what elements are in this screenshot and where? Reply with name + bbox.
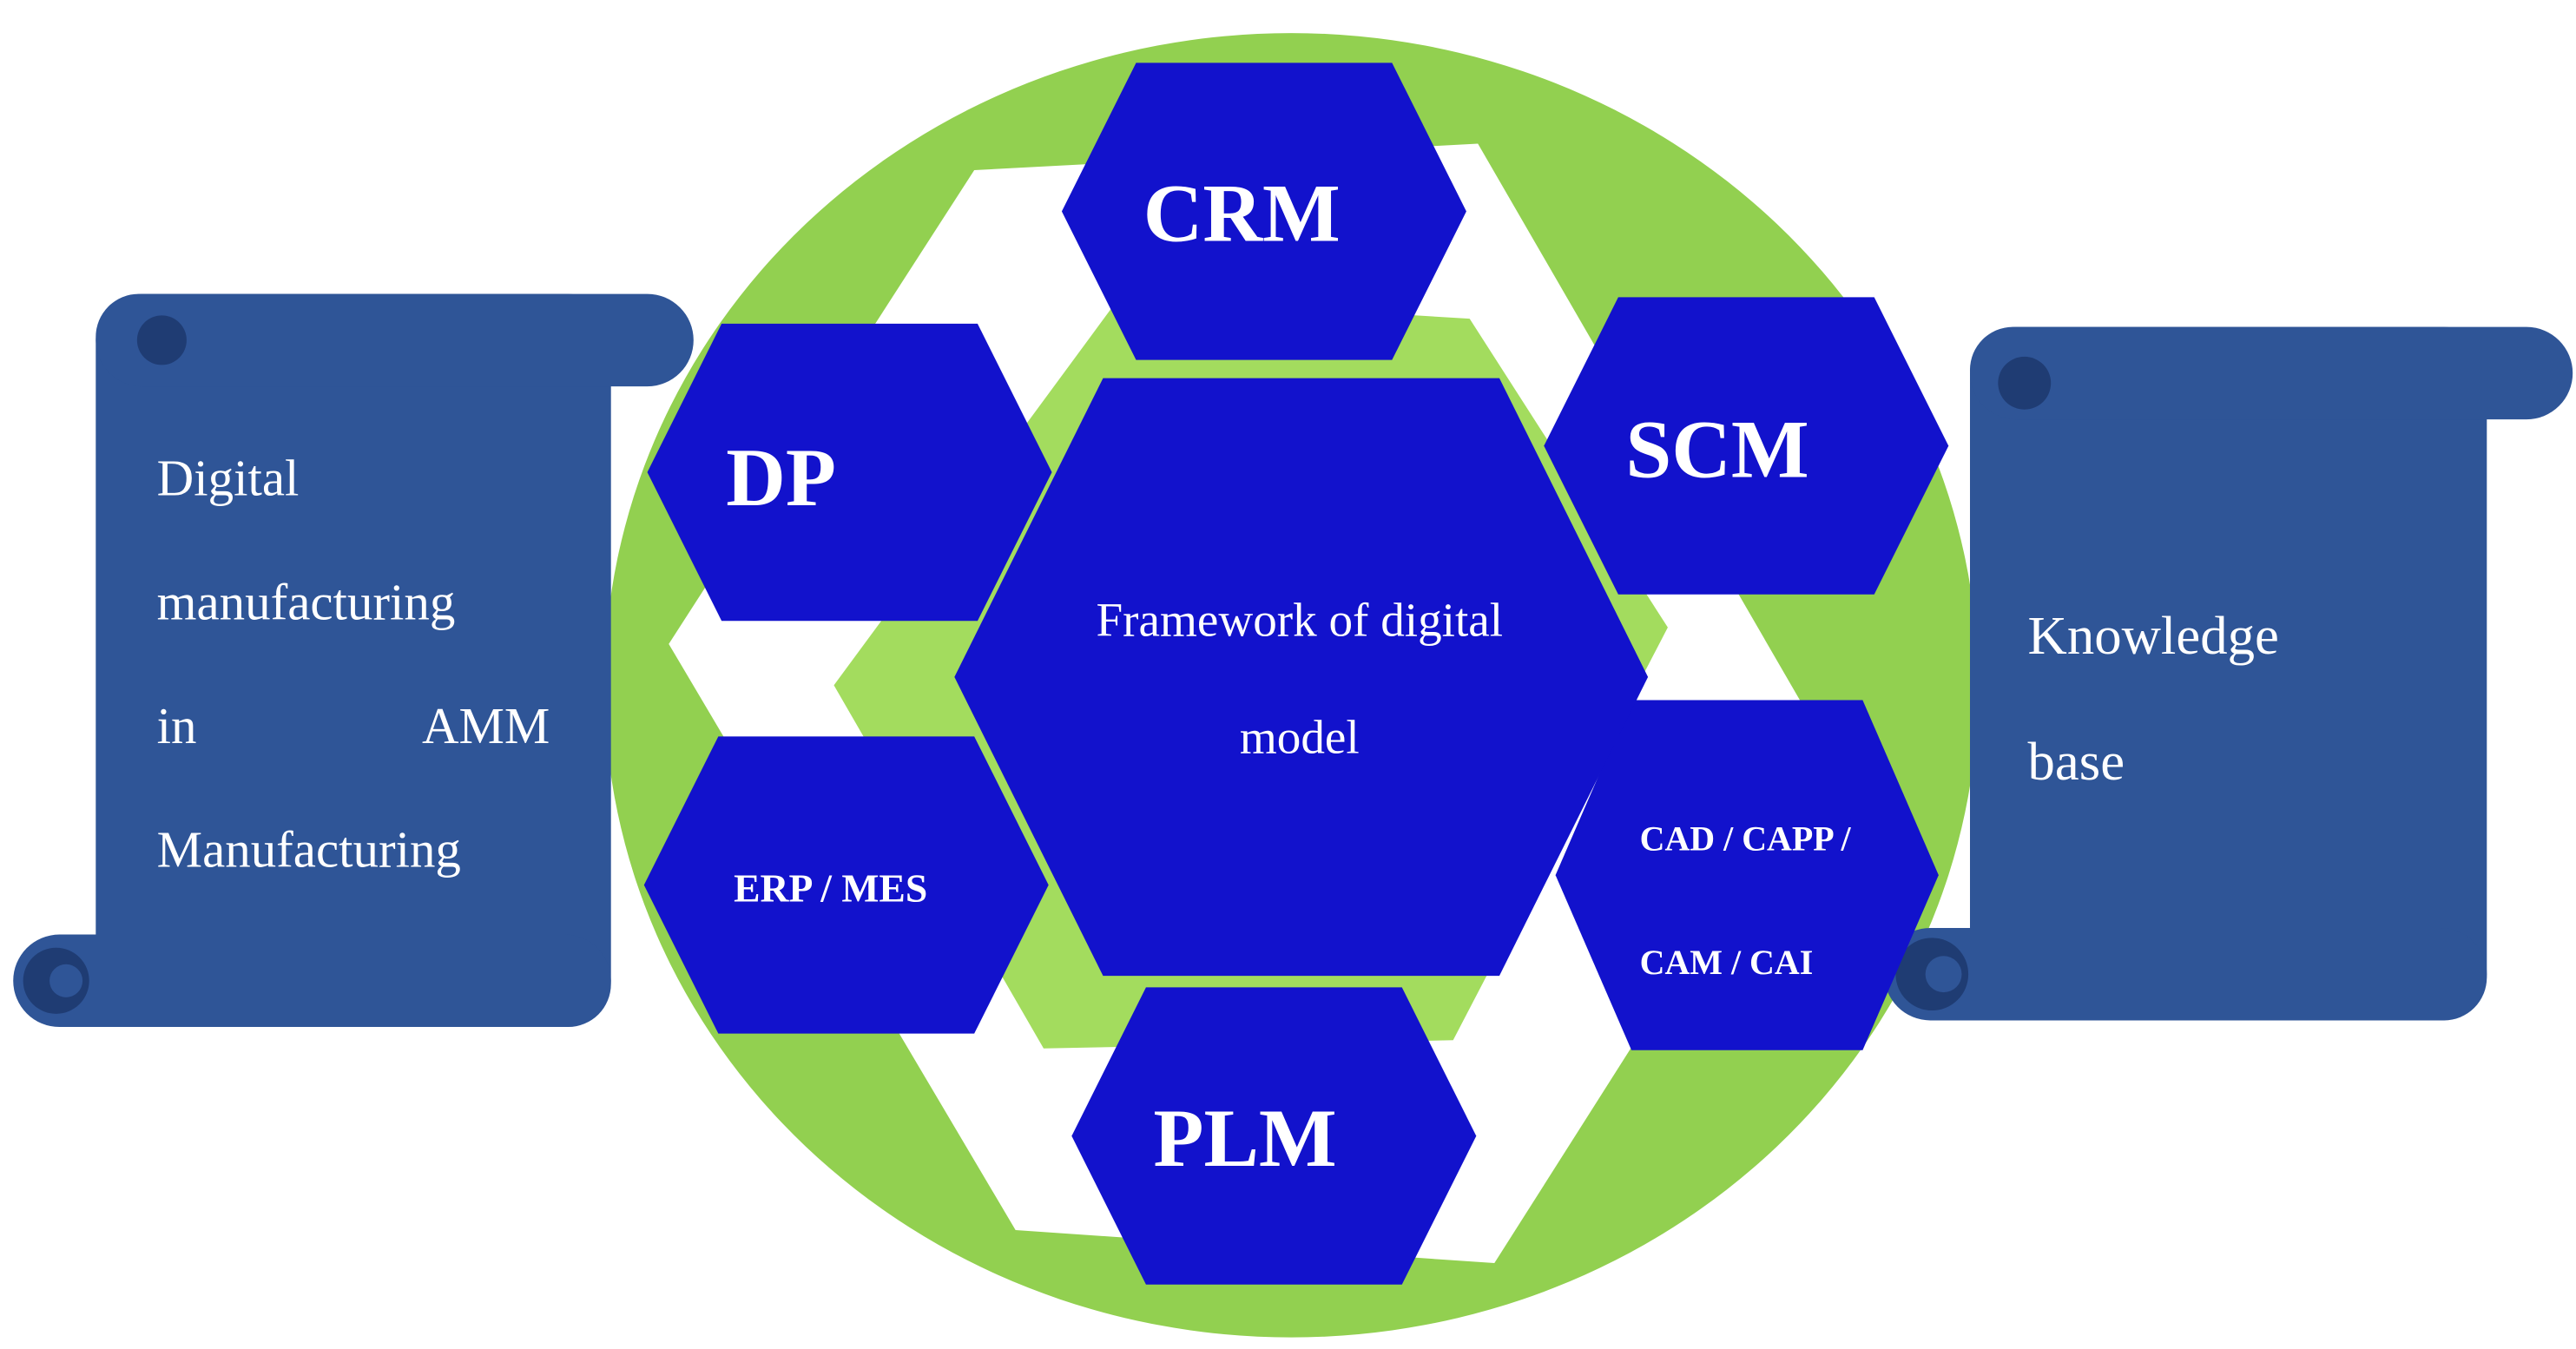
left-scroll-line-3b: AMM: [422, 697, 550, 754]
hexagon-plm-label: PLM: [1153, 1092, 1336, 1184]
left-scroll-line-2: manufacturing: [157, 573, 456, 630]
hexagon-dp-shape: [647, 323, 1052, 622]
hexagon-plm: PLM: [1071, 987, 1477, 1285]
hexagon-center-label-line-2: model: [1240, 710, 1360, 763]
hexagon-crm: CRM: [1061, 63, 1466, 360]
left-scroll-line-3a: in: [157, 697, 197, 754]
hexagon-cad-label-line-1: CAD / CAPP /: [1640, 819, 1852, 859]
right-scroll-line-2: base: [2028, 731, 2125, 792]
hexagon-cad-shape: [1555, 700, 1939, 1050]
hexagon-erp-mes-shape: [643, 736, 1049, 1034]
right-scroll-line-1: Knowledge: [2028, 605, 2279, 666]
right-scroll-bottom-curl-inner: [1925, 956, 1962, 993]
hexagon-scm-shape: [1544, 297, 1949, 595]
right-scroll: Knowledge base: [1884, 326, 2573, 1021]
hexagon-cad: CAD / CAPP / CAM / CAI: [1555, 700, 1939, 1050]
hexagon-erp-mes: ERP / MES: [643, 736, 1049, 1034]
left-scroll-line-1: Digital: [157, 450, 300, 507]
hexagon-erp-mes-label: ERP / MES: [734, 866, 927, 911]
hexagon-crm-label: CRM: [1143, 168, 1341, 260]
hexagon-center-shape: [954, 378, 1649, 977]
right-scroll-body: [1969, 326, 2487, 1021]
left-scroll: Digital manufacturing in AMM Manufacturi…: [13, 293, 694, 1028]
hexagon-dp: DP: [647, 323, 1052, 622]
hexagon-cad-label-line-2: CAM / CAI: [1640, 943, 1814, 982]
right-scroll-top-roll: [1969, 326, 2573, 420]
left-scroll-top-roll: [96, 293, 694, 387]
hexagon-crm-shape: [1061, 63, 1466, 360]
left-scroll-bottom-roll: [13, 934, 611, 1028]
hexagon-scm-label: SCM: [1625, 404, 1808, 496]
hexagon-dp-label: DP: [726, 431, 836, 523]
hexagon-plm-shape: [1071, 987, 1477, 1285]
right-scroll-bottom-roll: [1884, 927, 2487, 1021]
left-scroll-bottom-curl-inner: [49, 964, 83, 997]
hexagon-center: Framework of digital model: [954, 378, 1649, 977]
hexagon-center-label-line-1: Framework of digital: [1097, 593, 1504, 646]
left-scroll-line-4: Manufacturing: [157, 821, 461, 878]
right-scroll-top-curl: [1998, 356, 2052, 410]
left-scroll-body: [96, 293, 611, 1028]
hexagon-scm: SCM: [1544, 297, 1949, 595]
left-scroll-top-curl: [136, 315, 187, 365]
